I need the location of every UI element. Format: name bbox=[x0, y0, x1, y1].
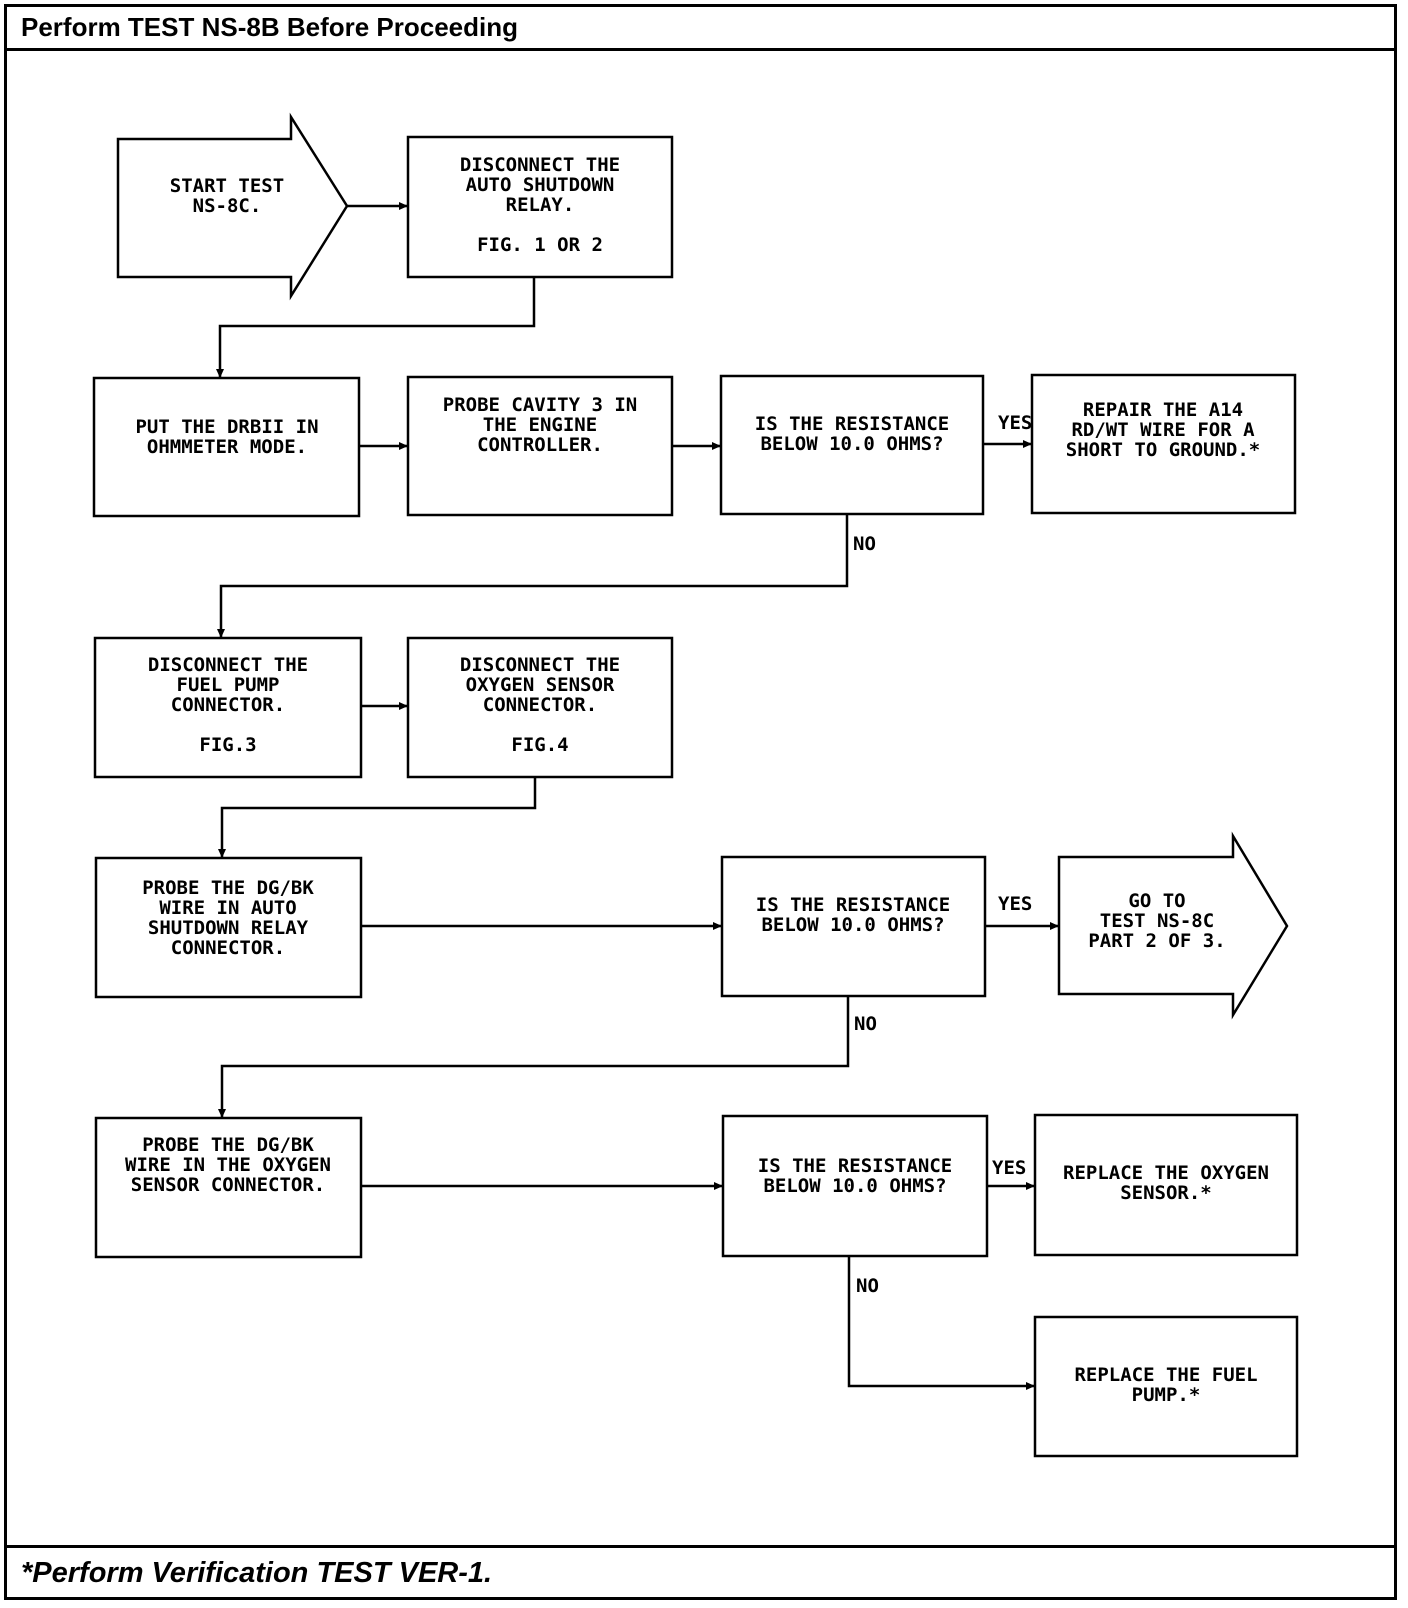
connector-q3-no bbox=[847, 1256, 1035, 1390]
node-text-line: SHORT TO GROUND.* bbox=[1066, 439, 1260, 461]
node-text-line: BELOW 10.0 OHMS? bbox=[760, 433, 943, 455]
node-text-line: FIG. 1 OR 2 bbox=[477, 234, 603, 256]
node-text-line: PART 2 OF 3. bbox=[1088, 930, 1225, 952]
node-text-line: OHMMETER MODE. bbox=[147, 436, 307, 458]
connector-q2-no bbox=[218, 996, 850, 1118]
label-q2-yes: YES bbox=[998, 893, 1032, 915]
node-text-line: REPLACE THE OXYGEN bbox=[1063, 1162, 1269, 1184]
node-text-line: FIG.3 bbox=[199, 734, 256, 756]
node-text-line: NS-8C. bbox=[193, 195, 262, 217]
label-q2-no: NO bbox=[854, 1013, 877, 1035]
connectors bbox=[216, 202, 1059, 1390]
node-text-line: WIRE IN AUTO bbox=[159, 897, 296, 919]
node-text-line: PUT THE DRBII IN bbox=[135, 416, 318, 438]
connector-disc-o2-to-probe-asd bbox=[218, 777, 537, 858]
node-text-line: CONNECTOR. bbox=[171, 937, 285, 959]
label-q1-no: NO bbox=[853, 533, 876, 555]
diagram-frame: Perform TEST NS-8B Before Proceeding *Pe… bbox=[4, 4, 1397, 1600]
node-text-line: GO TO bbox=[1128, 890, 1185, 912]
node-text-line: PUMP.* bbox=[1132, 1384, 1201, 1406]
node-text-line: DISCONNECT THE bbox=[460, 154, 620, 176]
label-q3-yes: YES bbox=[992, 1157, 1026, 1179]
node-text-line: CONNECTOR. bbox=[483, 694, 597, 716]
label-q1-yes: YES bbox=[998, 412, 1032, 434]
connector-q1-no bbox=[217, 514, 849, 638]
node-text-line: PROBE CAVITY 3 IN bbox=[443, 394, 637, 416]
node-text-line: AUTO SHUTDOWN bbox=[466, 174, 615, 196]
node-text-line: CONNECTOR. bbox=[171, 694, 285, 716]
node-text-line: TEST NS-8C bbox=[1100, 910, 1214, 932]
node-text-line: IS THE RESISTANCE bbox=[756, 894, 950, 916]
page-title: Perform TEST NS-8B Before Proceeding bbox=[7, 7, 1394, 51]
node-text-line: PROBE THE DG/BK bbox=[142, 1134, 314, 1156]
node-text-line: FUEL PUMP bbox=[177, 674, 280, 696]
node-text-line: BELOW 10.0 OHMS? bbox=[763, 1175, 946, 1197]
node-text-line: CONTROLLER. bbox=[477, 434, 603, 456]
node-text-line: SENSOR.* bbox=[1120, 1182, 1212, 1204]
node-text-line: BELOW 10.0 OHMS? bbox=[761, 914, 944, 936]
node-text-line: REPLACE THE FUEL bbox=[1074, 1364, 1257, 1386]
node-text-line: THE ENGINE bbox=[483, 414, 597, 436]
node-text-line: SENSOR CONNECTOR. bbox=[131, 1174, 325, 1196]
footnote: *Perform Verification TEST VER-1. bbox=[7, 1545, 1394, 1597]
node-text-line: START TEST bbox=[170, 175, 284, 197]
node-text-line: RD/WT WIRE FOR A bbox=[1071, 419, 1255, 441]
connector-disconnect-asd-to-drb bbox=[216, 277, 536, 378]
node-text-line: WIRE IN THE OXYGEN bbox=[125, 1154, 331, 1176]
node-text-line: RELAY. bbox=[506, 194, 575, 216]
node-text-line: SHUTDOWN RELAY bbox=[148, 917, 309, 939]
node-text-line: OXYGEN SENSOR bbox=[466, 674, 615, 696]
label-q3-no: NO bbox=[856, 1275, 879, 1297]
node-text-line: IS THE RESISTANCE bbox=[755, 413, 949, 435]
node-text-line: REPAIR THE A14 bbox=[1083, 399, 1243, 421]
node-text-line: PROBE THE DG/BK bbox=[142, 877, 314, 899]
node-text-line: FIG.4 bbox=[511, 734, 568, 756]
branch-labels: YES NO YES NO YES NO bbox=[853, 412, 1032, 1297]
node-text-line: DISCONNECT THE bbox=[460, 654, 620, 676]
node-text-line: IS THE RESISTANCE bbox=[758, 1155, 952, 1177]
node-text-line: DISCONNECT THE bbox=[148, 654, 308, 676]
